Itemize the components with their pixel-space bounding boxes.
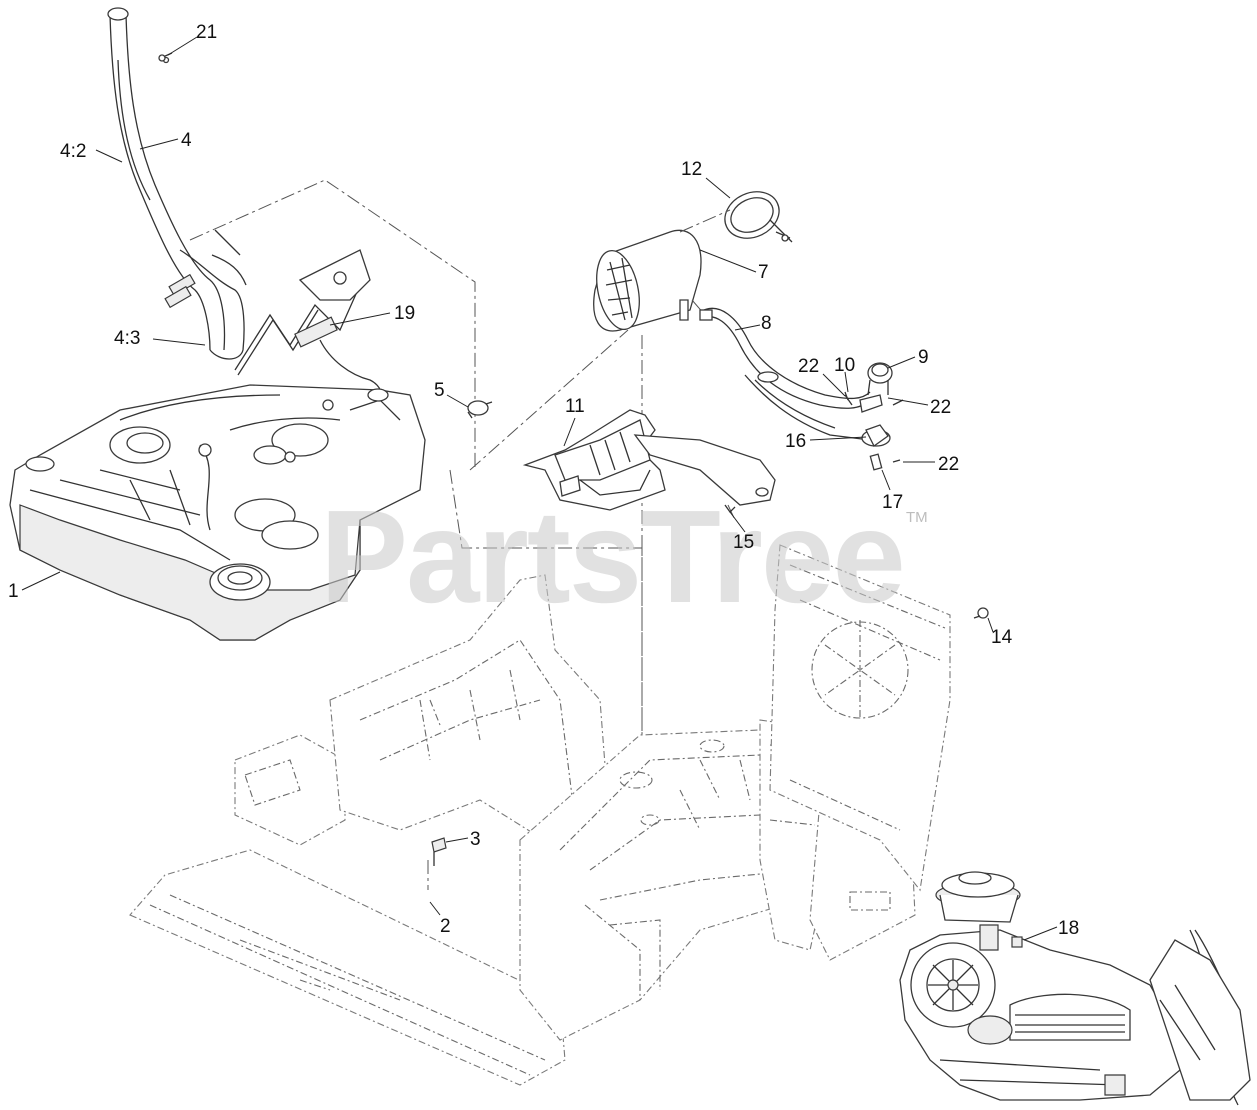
fuel-tank (9, 384, 426, 641)
engine (899, 871, 1251, 1106)
callout-17: 17 (882, 492, 903, 513)
assembly-phantom-lines (189, 179, 736, 890)
callout-3: 3 (470, 829, 481, 850)
vent-fittings (844, 362, 901, 471)
callout-labels: 21 4 4:2 4:3 19 12 7 8 9 10 22 22 22 5 1… (8, 22, 1079, 939)
callout-14: 14 (991, 627, 1013, 648)
callout-8: 8 (761, 313, 772, 334)
heat-shield (522, 409, 776, 511)
trademark-symbol: TM (906, 509, 928, 526)
callout-4-2: 4:2 (60, 141, 86, 162)
callout-2: 2 (440, 916, 451, 937)
callout-9: 9 (918, 347, 929, 368)
callout-22-upper: 22 (798, 356, 819, 377)
callout-15: 15 (733, 532, 754, 553)
callout-16: 16 (785, 431, 806, 452)
callout-22-lower: 22 (938, 454, 959, 475)
chassis-frame (129, 544, 951, 1086)
callout-19: 19 (394, 303, 415, 324)
leader-lines (21, 36, 1058, 941)
callout-11: 11 (565, 396, 585, 417)
callout-4: 4 (181, 130, 192, 151)
vent-hose (699, 307, 871, 441)
callout-4-3: 4:3 (114, 328, 140, 349)
canister-strap (724, 191, 793, 243)
callout-7: 7 (758, 262, 769, 283)
charcoal-canister (593, 229, 702, 332)
callout-22-middle: 22 (930, 397, 951, 418)
callout-21: 21 (196, 22, 217, 43)
watermark: PartsTree (320, 483, 904, 630)
callout-18: 18 (1058, 918, 1079, 939)
callout-10: 10 (834, 355, 855, 376)
fuel-line-bracket (234, 249, 383, 406)
callout-1: 1 (8, 581, 19, 602)
callout-12: 12 (681, 159, 702, 180)
filler-neck-tube (107, 7, 247, 360)
callout-5: 5 (434, 380, 445, 401)
